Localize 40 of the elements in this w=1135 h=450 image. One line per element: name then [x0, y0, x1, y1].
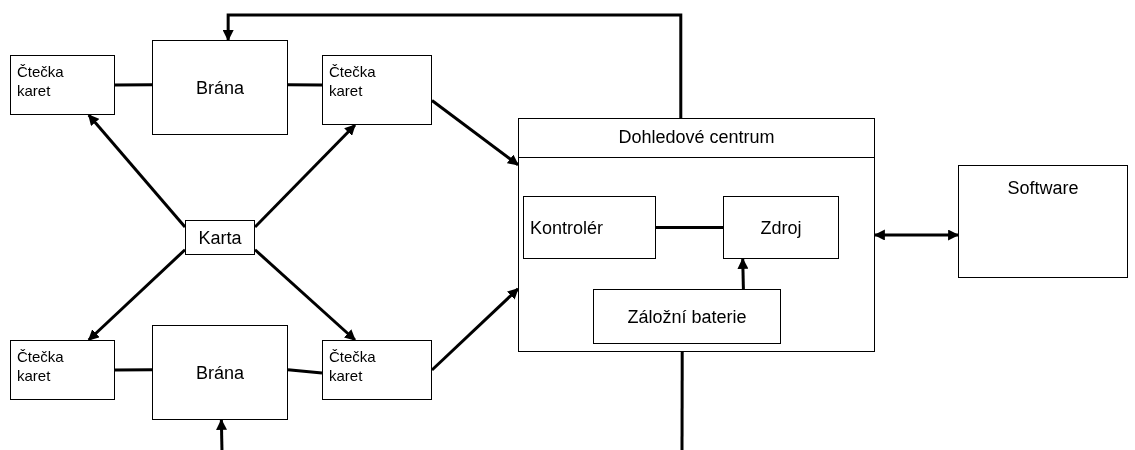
gate-box [152, 40, 288, 135]
arrow [873, 229, 960, 241]
node-label: Dohledové centrum [617, 127, 776, 148]
arrow [87, 248, 187, 342]
connector-line [115, 368, 152, 372]
arrow [254, 248, 356, 342]
node-label: Čtečka karet [17, 62, 65, 100]
node-label: Zdroj [759, 217, 803, 238]
node-label: Čtečka karet [329, 347, 377, 385]
controller-box [523, 196, 656, 259]
arrow [737, 257, 749, 290]
arrow [216, 418, 228, 450]
connector-line [287, 368, 323, 375]
arrow [87, 114, 187, 228]
software-box [958, 165, 1128, 278]
card-box [185, 220, 255, 255]
card-reader-box [10, 55, 115, 115]
node-label: Brána [194, 77, 245, 98]
node-label: Software [1006, 178, 1080, 199]
connector-line [680, 352, 684, 450]
node-label: Brána [194, 362, 245, 383]
connector-line [115, 83, 152, 87]
arrow [431, 99, 519, 166]
monitoring-center-box [518, 118, 875, 352]
connector-line [287, 83, 323, 87]
card-reader-box [322, 55, 432, 125]
node-label: Karta [197, 227, 243, 248]
arrow [253, 123, 357, 229]
gate-box [152, 325, 288, 420]
card-reader-box [322, 340, 432, 400]
connector-line [656, 226, 723, 229]
card-reader-box [10, 340, 115, 400]
node-label: Kontrolér [530, 217, 604, 238]
backup-battery-box [593, 289, 781, 344]
power-supply-box [723, 196, 839, 259]
arrow [222, 13, 683, 118]
node-label: Záložní baterie [626, 306, 748, 327]
node-label: Čtečka karet [329, 62, 377, 100]
arrow [430, 287, 520, 372]
node-label: Čtečka karet [17, 347, 65, 385]
